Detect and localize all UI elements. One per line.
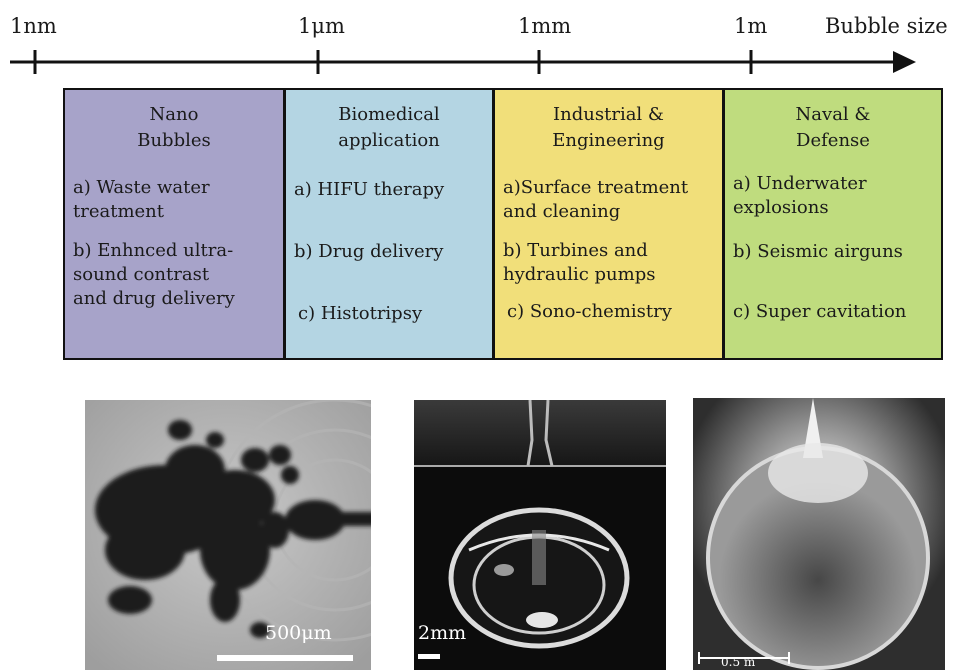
- category-item-b: b) Seismic airguns: [733, 240, 903, 264]
- item-line: b) Turbines and: [503, 240, 648, 261]
- item-line: explosions: [733, 197, 829, 218]
- item-line: c) Histotripsy: [298, 303, 423, 324]
- item-line: and cleaning: [503, 201, 621, 222]
- category-title: Biomedical application: [286, 102, 492, 154]
- item-line: a)Surface treatment: [503, 177, 689, 198]
- category-title: Nano Bubbles: [65, 102, 283, 154]
- category-title-line1: Naval &: [795, 104, 871, 125]
- axis-arrowhead: [893, 51, 916, 73]
- category-title-line1: Biomedical: [338, 104, 440, 125]
- micro-bubble-cloud-photo: 500μm: [85, 400, 371, 670]
- category-nano-bubbles: Nano Bubbles a) Waste water treatment b)…: [63, 88, 285, 360]
- item-line: treatment: [73, 201, 165, 222]
- tick-label-1mm: 1mm: [518, 14, 572, 38]
- millimetre-bubble-photo: 2mm: [414, 400, 666, 670]
- category-industrial: Industrial & Engineering a)Surface treat…: [493, 88, 724, 360]
- item-line: hydraulic pumps: [503, 264, 656, 285]
- tick-label-1nm: 1nm: [10, 14, 57, 38]
- item-line: b) Enhnced ultra-: [73, 240, 234, 261]
- scale-bar-label-1: 500μm: [265, 622, 332, 644]
- category-item-c: c) Sono-chemistry: [507, 300, 672, 324]
- tick-label-1m: 1m: [734, 14, 768, 38]
- category-item-b: b) Drug delivery: [294, 240, 443, 264]
- category-item-a: a) HIFU therapy: [294, 178, 444, 202]
- category-title-line2: Engineering: [552, 130, 665, 151]
- category-title-line2: application: [338, 130, 440, 151]
- item-line: a) Underwater: [733, 173, 867, 194]
- scale-bar-label-2: 2mm: [418, 622, 467, 644]
- item-line: b) Seismic airguns: [733, 241, 903, 262]
- bubble-size-axis: [10, 50, 916, 74]
- category-naval-defense: Naval & Defense a) Underwater explosions…: [723, 88, 943, 360]
- category-title-line1: Nano: [149, 104, 199, 125]
- category-item-b: b) Enhnced ultra- sound contrast and dru…: [73, 239, 235, 311]
- category-title: Industrial & Engineering: [495, 102, 722, 154]
- category-title-line2: Bubbles: [137, 130, 211, 151]
- category-item-a: a)Surface treatment and cleaning: [503, 176, 688, 224]
- category-item-a: a) Waste water treatment: [73, 176, 210, 224]
- category-item-c: c) Super cavitation: [733, 300, 906, 324]
- category-item-b: b) Turbines and hydraulic pumps: [503, 239, 655, 287]
- item-line: and drug delivery: [73, 288, 235, 309]
- category-title-line2: Defense: [796, 130, 870, 151]
- item-line: a) Waste water: [73, 177, 210, 198]
- item-line: c) Sono-chemistry: [507, 301, 672, 322]
- item-line: a) HIFU therapy: [294, 179, 445, 200]
- category-title: Naval & Defense: [725, 102, 941, 154]
- item-line: sound contrast: [73, 264, 210, 285]
- item-line: c) Super cavitation: [733, 301, 907, 322]
- tick-label-1um: 1μm: [298, 14, 345, 38]
- axis-title: Bubble size: [825, 14, 948, 38]
- scale-bar-label-3: 0.5 m: [721, 655, 756, 669]
- category-item-c: c) Histotripsy: [298, 302, 422, 326]
- category-biomedical: Biomedical application a) HIFU therapy b…: [284, 88, 494, 360]
- large-bubble-photo: 0.5 m: [693, 398, 945, 670]
- category-title-line1: Industrial &: [553, 104, 664, 125]
- category-item-a: a) Underwater explosions: [733, 172, 867, 220]
- item-line: b) Drug delivery: [294, 241, 444, 262]
